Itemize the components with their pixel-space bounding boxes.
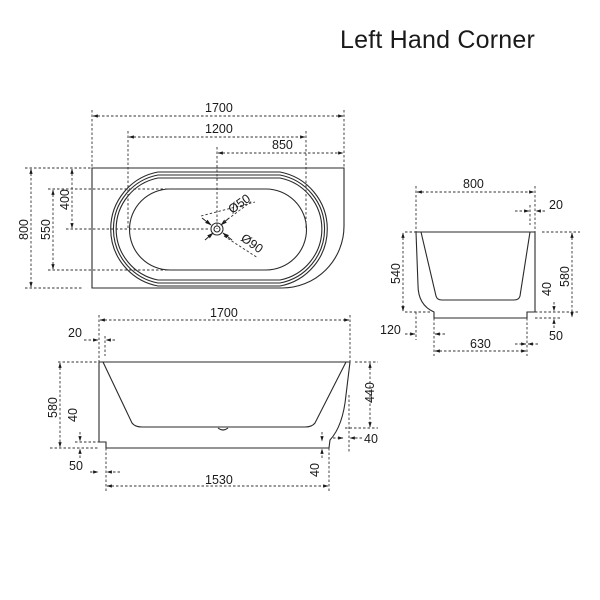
front-view-inner-bowl <box>102 361 347 428</box>
front-view: 1700 20 580 40 50 1530 440 40 40 <box>46 306 378 492</box>
front-end-offset: 40 <box>364 432 378 446</box>
drawing-title: Left Hand Corner <box>340 26 535 54</box>
waste-diameter-label: Ø50 <box>226 191 253 216</box>
end-plinth-height: 50 <box>549 329 563 343</box>
end-view-outline <box>415 231 536 319</box>
top-inner-length: 1200 <box>205 122 233 136</box>
front-view-outline <box>98 361 351 449</box>
top-view-outline <box>91 167 345 289</box>
front-overall-length: 1700 <box>210 306 238 320</box>
end-floor-thickness: 40 <box>540 282 554 296</box>
end-plinth-width: 630 <box>470 337 491 351</box>
top-drain-from-top: 400 <box>58 189 72 210</box>
front-rim-thickness: 20 <box>68 326 82 340</box>
top-drain-to-end: 850 <box>272 138 293 152</box>
top-inner-width: 550 <box>39 219 53 240</box>
rim-ring-inner <box>115 177 323 281</box>
end-rim-thickness: 20 <box>549 198 563 212</box>
top-view: Ø50 Ø90 1700 1200 850 800 550 400 <box>17 101 345 289</box>
front-floor-thickness-right: 40 <box>308 463 322 477</box>
drain-outlet <box>217 427 229 431</box>
top-overall-width: 800 <box>17 219 31 240</box>
end-overall-height: 580 <box>558 266 572 287</box>
front-overall-height: 580 <box>46 397 60 418</box>
front-floor-thickness-left: 40 <box>66 408 80 422</box>
rim-ring-middle <box>112 174 326 284</box>
end-plinth-offset: 120 <box>380 323 401 337</box>
drain-outer-circle <box>210 222 224 236</box>
rim-ring-outer <box>110 171 328 287</box>
inner-bowl <box>128 188 308 271</box>
end-view: 800 20 540 580 40 50 120 630 <box>380 177 580 356</box>
top-overall-length: 1700 <box>205 101 233 115</box>
end-overall-width: 800 <box>463 177 484 191</box>
end-view-inner-bowl <box>420 231 531 301</box>
front-plinth-length: 1530 <box>205 473 233 487</box>
front-end-depth: 440 <box>363 382 377 403</box>
outlet-diameter-label: Ø90 <box>238 231 265 256</box>
front-plinth-height: 50 <box>69 459 83 473</box>
end-inner-depth: 540 <box>389 263 403 284</box>
